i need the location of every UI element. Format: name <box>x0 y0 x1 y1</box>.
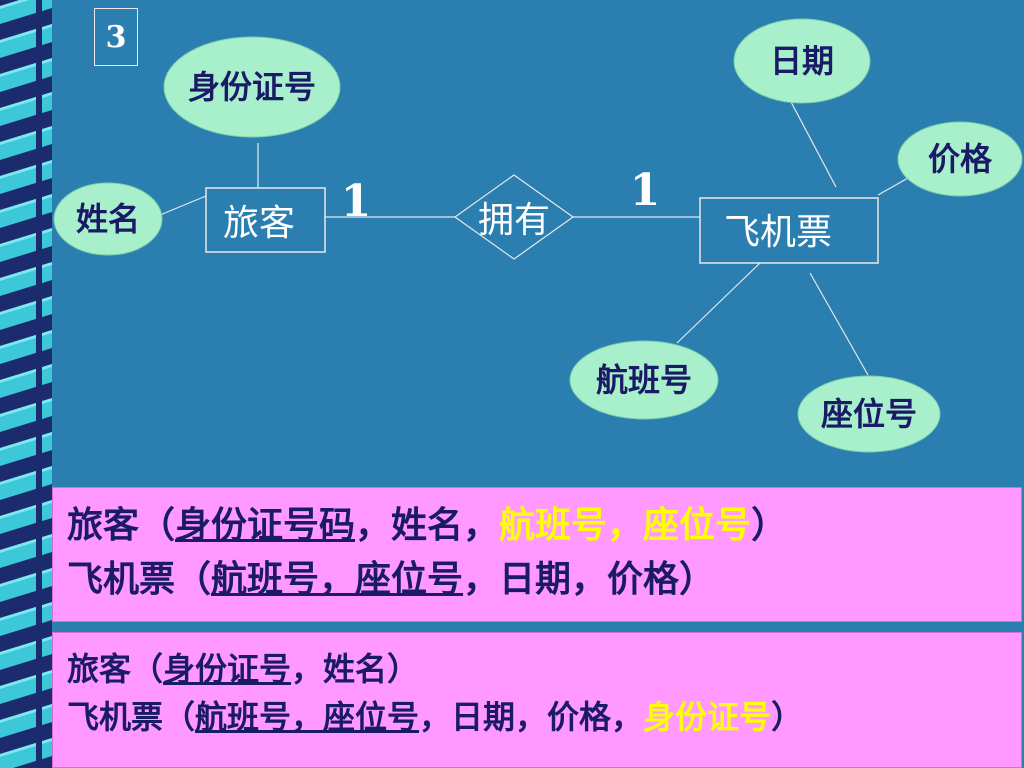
attribute-label: 日期 <box>770 42 834 80</box>
text-suffix: ，姓名） <box>291 650 420 688</box>
attribute-ticket-seat: 座位号 <box>797 375 941 453</box>
text-prefix: 旅客（ <box>67 650 164 688</box>
text-prefix: 飞机票（ <box>67 558 212 600</box>
entity-label: 旅客 <box>223 203 295 244</box>
attribute-label: 价格 <box>928 140 993 178</box>
schema-ticket-line: 飞机票（航班号，座位号，日期，价格，身份证号） <box>67 693 1007 741</box>
er-diagram: 身份证号 姓名 日期 价格 航班号 座位号 旅客 飞机票 拥有 1 1 <box>53 18 1023 453</box>
highlighted-attributes: 身份证号 <box>643 698 772 736</box>
text-prefix: 旅客（ <box>67 504 176 546</box>
edge-passenger-name <box>159 195 207 216</box>
entity-ticket: 飞机票 <box>699 197 879 264</box>
edge-ticket-flight <box>676 262 761 344</box>
relationship-diamond: 拥有 <box>453 174 575 260</box>
attribute-label: 座位号 <box>821 395 917 433</box>
attribute-passenger-name: 姓名 <box>53 182 163 256</box>
attribute-ticket-date: 日期 <box>733 18 871 104</box>
text-prefix: 飞机票（ <box>67 698 196 736</box>
schema-ticket-line: 飞机票（航班号，座位号，日期，价格） <box>67 552 1007 606</box>
schema-panel-1: 旅客（身份证号码，姓名，航班号，座位号） 飞机票（航班号，座位号，日期，价格） <box>52 487 1022 622</box>
text-mid: ，姓名， <box>355 504 500 546</box>
text-suffix: ，日期，价格） <box>463 558 716 600</box>
primary-key: 身份证号码 <box>175 504 356 546</box>
cardinality-right: 1 <box>630 165 661 216</box>
attribute-label: 姓名 <box>76 200 140 238</box>
highlighted-attributes: 航班号，座位号 <box>499 504 752 546</box>
left-border-decoration <box>0 0 52 768</box>
attribute-ticket-flight: 航班号 <box>569 340 719 420</box>
text-suffix: ） <box>771 698 804 736</box>
relationship-label: 拥有 <box>478 200 550 241</box>
attribute-label: 航班号 <box>596 361 692 399</box>
cardinality-left: 1 <box>341 176 372 227</box>
entity-label: 飞机票 <box>724 212 832 253</box>
attribute-ticket-price: 价格 <box>897 121 1023 197</box>
primary-key: 航班号，座位号 <box>195 698 420 736</box>
attribute-passenger-id: 身份证号 <box>163 36 341 138</box>
schema-passenger-line: 旅客（身份证号码，姓名，航班号，座位号） <box>67 498 1007 552</box>
edge-ticket-date <box>789 99 837 188</box>
text-mid: ，日期，价格， <box>419 698 644 736</box>
attribute-label: 身份证号 <box>188 68 316 106</box>
primary-key: 航班号，座位号 <box>211 558 464 600</box>
schema-panel-2: 旅客（身份证号，姓名） 飞机票（航班号，座位号，日期，价格，身份证号） <box>52 632 1022 768</box>
entity-passenger: 旅客 <box>205 187 326 253</box>
slide-number: 3 <box>94 8 138 66</box>
schema-passenger-line: 旅客（身份证号，姓名） <box>67 645 1007 693</box>
text-suffix: ） <box>751 504 788 546</box>
primary-key: 身份证号 <box>163 650 292 688</box>
edge-ticket-seat <box>809 272 869 376</box>
